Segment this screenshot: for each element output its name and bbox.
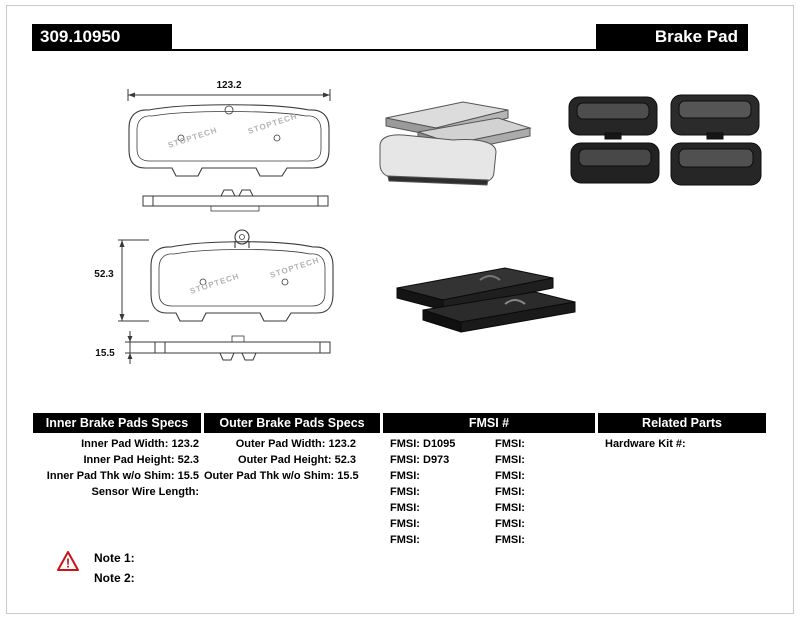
- inner-specs-header: Inner Brake Pads Specs: [33, 413, 201, 433]
- height-dimension-lines: [118, 239, 149, 322]
- dim-arrow-left: [128, 92, 135, 98]
- fmsi-row: FMSI:: [495, 486, 525, 498]
- related-parts-column: Hardware Kit #:: [605, 436, 765, 452]
- fmsi-row: FMSI:: [495, 470, 525, 482]
- spec-row: Inner Pad Thk w/o Shim: 15.5: [46, 470, 199, 482]
- spec-row: Outer Pad Height: 52.3: [238, 454, 356, 466]
- dim-arrow-bottom: [119, 314, 125, 321]
- part-number-bar: 309.10950: [32, 24, 172, 49]
- product-type-title: Brake Pad: [654, 27, 738, 46]
- dim-arrow-right: [323, 92, 330, 98]
- dim-arrow-top: [119, 240, 125, 247]
- pad-clip: [479, 275, 501, 281]
- fmsi-row: FMSI: D1095: [390, 438, 456, 450]
- outer-specs-column: Outer Pad Width: 123.2 Outer Pad Height:…: [204, 436, 359, 484]
- fmsi-column-right: FMSI: FMSI: FMSI: FMSI: FMSI: FMSI: FMSI…: [495, 436, 595, 548]
- fmsi-row: FMSI:: [495, 454, 525, 466]
- fmsi-column-left: FMSI: D1095 FMSI: D973 FMSI: FMSI: FMSI:…: [390, 436, 490, 548]
- photo-pad-set-angled: [379, 101, 532, 186]
- stoptech-watermark: STOPTECH: [189, 271, 241, 295]
- header: 309.10950 Brake Pad: [32, 24, 748, 51]
- pad-front-view-bottom: [150, 229, 334, 322]
- note-1-label: Note 1:: [94, 551, 135, 565]
- stoptech-watermark: STOPTECH: [247, 111, 299, 135]
- spec-row: Outer Pad Width: 123.2: [235, 438, 356, 450]
- pad-side-view-top: [142, 189, 329, 212]
- spec-row: Inner Pad Height: 52.3: [83, 454, 199, 466]
- fmsi-row: FMSI:: [390, 486, 420, 498]
- warning-exclamation: !: [66, 556, 70, 571]
- part-number: 309.10950: [40, 27, 121, 46]
- related-parts-header: Related Parts: [598, 413, 766, 433]
- technical-drawing: 123.2 STOPTECH STOPTECH: [94, 80, 334, 364]
- stoptech-watermark: STOPTECH: [269, 255, 321, 279]
- fmsi-row: FMSI:: [495, 438, 525, 450]
- stoptech-watermark: STOPTECH: [167, 125, 219, 149]
- fmsi-row: FMSI:: [495, 502, 525, 514]
- fmsi-row: FMSI:: [390, 502, 420, 514]
- pad-side-view-bottom: [154, 335, 331, 361]
- fmsi-row: FMSI: D973: [390, 454, 450, 466]
- width-dimension-label: 123.2: [216, 80, 241, 91]
- warning-triangle-icon: !: [57, 551, 79, 571]
- spec-row: Outer Pad Thk w/o Shim: 15.5: [204, 470, 359, 482]
- spec-row: Sensor Wire Length:: [91, 486, 199, 498]
- fmsi-row: FMSI:: [495, 534, 525, 546]
- fmsi-row: FMSI:: [390, 518, 420, 530]
- photo-backing-plates: [568, 94, 762, 186]
- thickness-dimension-label: 15.5: [95, 348, 115, 359]
- fmsi-row: FMSI:: [390, 470, 420, 482]
- pad-clip: [504, 299, 526, 305]
- fmsi-header: FMSI #: [383, 413, 595, 433]
- fmsi-row: FMSI:: [390, 534, 420, 546]
- note-2-label: Note 2:: [94, 571, 135, 585]
- thickness-dimension-lines: [125, 331, 155, 364]
- photo-black-pads: [396, 267, 576, 333]
- inner-specs-column: Inner Pad Width: 123.2 Inner Pad Height:…: [33, 436, 199, 500]
- product-type-bar: Brake Pad: [596, 24, 748, 49]
- related-row: Hardware Kit #:: [605, 438, 686, 450]
- dim-arrow-bottom: [127, 353, 133, 359]
- fmsi-row: FMSI:: [495, 518, 525, 530]
- pad-front-view-top: [128, 104, 330, 177]
- outer-specs-header: Outer Brake Pads Specs: [204, 413, 380, 433]
- height-dimension-label: 52.3: [94, 269, 114, 280]
- spec-row: Inner Pad Width: 123.2: [81, 438, 199, 450]
- dim-arrow-top: [127, 336, 133, 342]
